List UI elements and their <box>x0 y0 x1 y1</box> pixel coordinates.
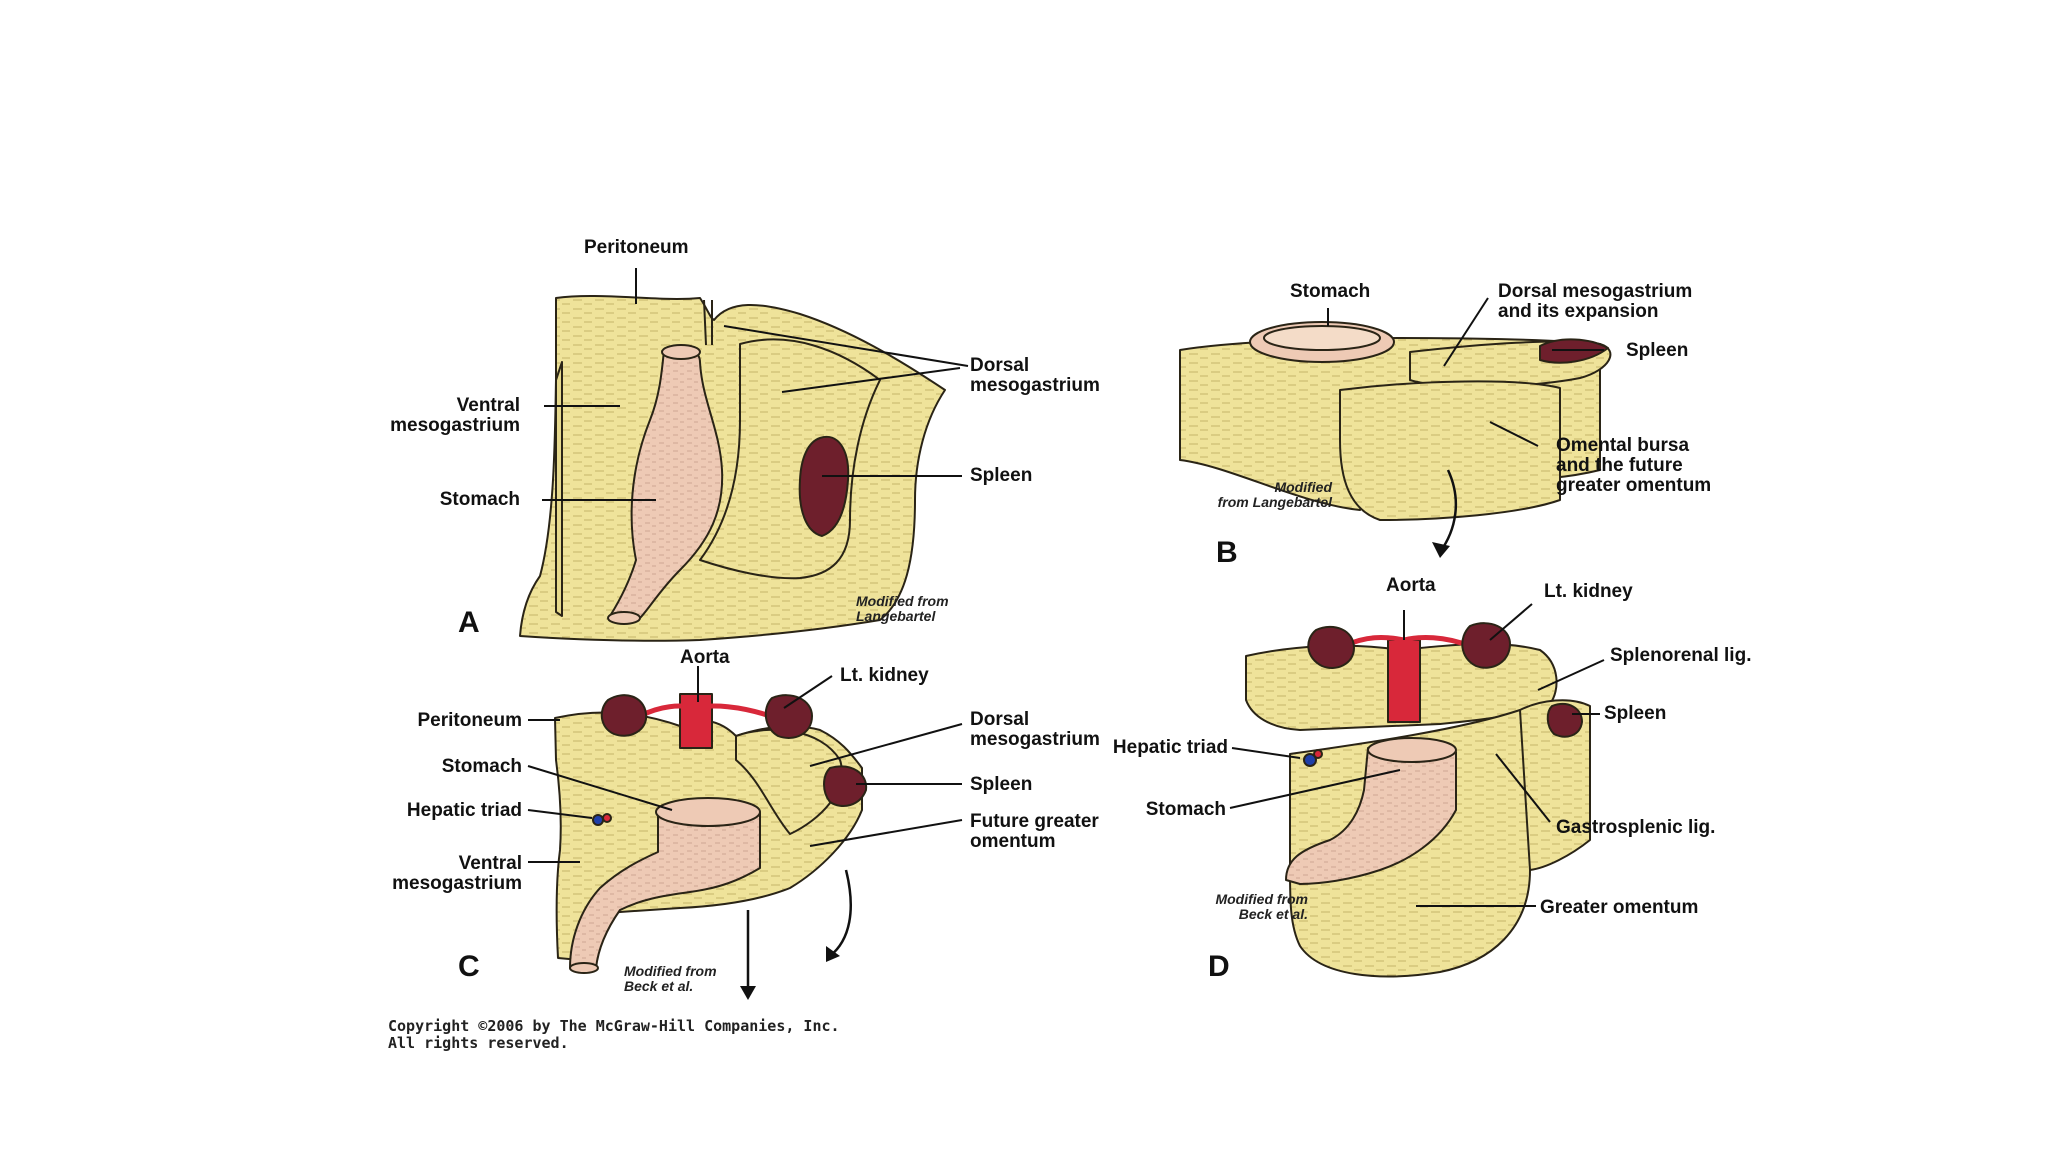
panel-c-credit-line2: Beck et al. <box>624 978 694 994</box>
panel-c-label-dorsal-line2: mesogastrium <box>970 729 1100 750</box>
panel-c-label-kidney: Lt. kidney <box>840 665 929 686</box>
panel-d-label-gastrosplenic: Gastrosplenic lig. <box>1556 817 1716 838</box>
panel-d-art <box>1245 622 1591 978</box>
panel-a-ventral-fold <box>555 361 563 617</box>
panel-a-label-stomach: Stomach <box>439 489 520 510</box>
panel-c-arrow-curve <box>829 869 852 957</box>
panel-c-stomach-bottom <box>569 962 599 974</box>
panel-a-credit-line2: Langebartel <box>856 608 936 624</box>
panel-d-hepatic-triad-blue <box>1303 753 1317 767</box>
panel-a-label-peritoneum: Peritoneum <box>584 237 689 258</box>
panel-c-right-kidney <box>764 694 813 739</box>
panel-a-label-dorsal-line2: mesogastrium <box>970 375 1100 396</box>
panel-a-letter: A <box>458 606 480 639</box>
panel-c-label-omentum-line2: omentum <box>970 831 1056 852</box>
panel-c-hepatic-triad-blue <box>592 814 604 826</box>
panel-a-label-ventral-line2: mesogastrium <box>390 415 520 436</box>
panel-a-label-dorsal-line1: Dorsal <box>970 355 1030 376</box>
panel-d-label-greater-omentum: Greater omentum <box>1540 897 1699 918</box>
panel-d-letter: D <box>1208 950 1230 983</box>
panel-b-label-dorsal-mesogastrium: Dorsal mesogastrium and its expansion <box>1498 282 1692 322</box>
panel-a-label-dorsal-mesogastrium: Dorsal mesogastrium <box>970 356 1100 396</box>
panel-c-aorta-branches <box>638 703 771 719</box>
panel-b-letter: B <box>1216 536 1238 569</box>
panel-d-label-splenorenal: Splenorenal lig. <box>1610 645 1752 666</box>
panel-a-midline-gap <box>703 299 713 346</box>
panel-c-arrowhead-curve <box>826 946 840 962</box>
panel-b-credit-line2: from Langebartel <box>1217 494 1332 510</box>
panel-a-art <box>519 295 946 642</box>
panel-d-aorta <box>1387 639 1421 723</box>
panel-d-stomach-opening <box>1367 737 1457 763</box>
panel-d-label-kidney: Lt. kidney <box>1544 581 1633 602</box>
copyright-line1: Copyright ©2006 by The McGraw-Hill Compa… <box>388 1017 840 1035</box>
panel-d-left-kidney <box>1307 625 1355 669</box>
panel-a-stomach-bottom-opening <box>607 611 641 625</box>
panel-b-label-omental-bursa: Omental bursa and the future greater ome… <box>1556 436 1711 496</box>
panel-c-label-ventral-line1: Ventral <box>458 853 522 874</box>
panel-b-label-spleen: Spleen <box>1626 340 1689 361</box>
panel-c-credit: Modified from Beck et al. <box>624 964 717 994</box>
panel-c-aorta <box>679 693 713 749</box>
panel-b-arrowhead <box>1432 542 1450 558</box>
panel-c-left-kidney <box>600 694 648 737</box>
leader-lines <box>527 268 1605 907</box>
panel-b-label-omental-line2: and the future <box>1556 455 1683 476</box>
panel-c-label-stomach: Stomach <box>441 756 522 777</box>
panel-c-stomach-opening <box>655 797 761 827</box>
panel-b-label-omental-line1: Omental bursa <box>1556 435 1690 456</box>
panel-c-spleen <box>823 765 868 807</box>
panel-c-label-aorta: Aorta <box>680 647 730 668</box>
panel-d-credit-line2: Beck et al. <box>1238 906 1308 922</box>
panel-b-credit-line1: Modified <box>1274 479 1332 495</box>
panel-d-credit-line1: Modified from <box>1215 891 1308 907</box>
panel-d-label-stomach: Stomach <box>1145 799 1226 820</box>
panel-c-arrowhead-down <box>740 986 756 1000</box>
panel-c-label-dorsal-mesogastrium: Dorsal mesogastrium <box>970 710 1100 750</box>
panel-c-hepatic-triad-red <box>602 813 612 823</box>
panel-c-letter: C <box>458 950 480 983</box>
panel-a-spleen <box>798 435 850 537</box>
panel-c-label-future-omentum: Future greater omentum <box>970 812 1099 852</box>
panel-b-label-dorsal-line1: Dorsal mesogastrium <box>1498 281 1693 302</box>
panel-c-label-hepatic-triad: Hepatic triad <box>406 800 522 821</box>
panel-c-label-omentum-line1: Future greater <box>970 811 1099 832</box>
panel-a-credit: Modified from Langebartel <box>856 594 949 624</box>
panel-b-label-dorsal-line2: and its expansion <box>1498 301 1659 322</box>
panel-d-label-spleen: Spleen <box>1604 703 1667 724</box>
copyright-line2: All rights reserved. <box>388 1034 569 1052</box>
panel-a-credit-line1: Modified from <box>856 593 949 609</box>
panel-c-label-dorsal-line1: Dorsal <box>970 709 1030 730</box>
panel-a-label-spleen: Spleen <box>970 465 1033 486</box>
panel-a-stomach-top-opening <box>661 344 701 360</box>
panel-d-label-aorta: Aorta <box>1386 575 1436 596</box>
panel-b-label-stomach: Stomach <box>1290 281 1371 302</box>
panel-b-omental-bursa <box>1339 380 1561 521</box>
panel-a-label-ventral-line1: Ventral <box>456 395 520 416</box>
panel-a-mesentery-sheet <box>519 295 946 642</box>
panel-d-credit: Modified from Beck et al. <box>1196 892 1308 922</box>
panel-c-label-spleen: Spleen <box>970 774 1033 795</box>
panel-b-spleen <box>1539 338 1609 364</box>
panel-d-label-hepatic-triad: Hepatic triad <box>1112 737 1228 758</box>
panel-d-right-flap <box>1519 699 1591 871</box>
panel-b-art <box>1179 321 1612 521</box>
panel-b-label-omental-line3: greater omentum <box>1556 475 1712 496</box>
panel-a-stomach <box>609 347 724 619</box>
panel-b-credit: Modified from Langebartel <box>1196 480 1332 510</box>
panel-a-label-ventral-mesogastrium: Ventral mesogastrium <box>380 396 520 436</box>
panel-c-label-peritoneum: Peritoneum <box>417 710 522 731</box>
panel-c-label-ventral-line2: mesogastrium <box>392 873 522 894</box>
panel-c-credit-line1: Modified from <box>624 963 717 979</box>
panel-d-hepatic-triad-red <box>1313 749 1323 759</box>
panel-c-art <box>554 693 868 974</box>
panel-c-label-ventral-mesogastrium: Ventral mesogastrium <box>380 854 522 894</box>
panel-b-stomach-inner <box>1263 325 1381 351</box>
panel-d-spleen <box>1546 703 1583 738</box>
copyright-notice: Copyright ©2006 by The McGraw-Hill Compa… <box>388 1018 840 1052</box>
